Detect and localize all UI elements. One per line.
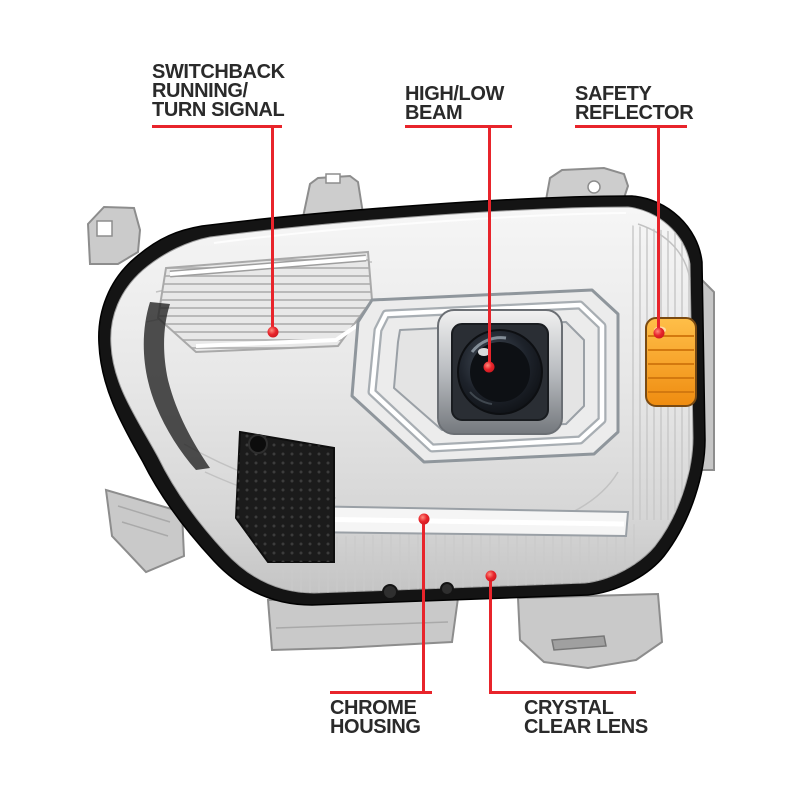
- callout-leader-lines: [152, 125, 687, 694]
- callout-label-line: CRYSTAL: [524, 697, 614, 719]
- top-edge-highlight: [213, 212, 627, 244]
- callout-dot-chrome-housing: [418, 513, 430, 525]
- callout-dot-switchback: [267, 326, 279, 338]
- leader-line-safety-reflector: [657, 125, 660, 329]
- callout-label-line: HOUSING: [330, 716, 421, 738]
- leader-line-high-low-beam: [488, 125, 491, 363]
- callout-dot-high-low-beam: [483, 361, 495, 373]
- lower-light-bar: [294, 504, 630, 538]
- leader-rule-high-low-beam: [405, 125, 512, 128]
- screw: [382, 582, 454, 600]
- callout-dot-crystal-clear-lens: [485, 570, 497, 582]
- leader-rule-crystal-clear-lens: [489, 691, 636, 694]
- amber-reflector: [645, 317, 697, 407]
- mounting-tab-left: [86, 205, 142, 265]
- callout-label-line: REFLECTOR: [575, 102, 694, 124]
- callout-label-line: HIGH/LOW: [405, 83, 505, 105]
- callout-label-line: BEAM: [405, 102, 463, 124]
- leader-rule-safety-reflector: [575, 125, 687, 128]
- switchback-led-panel: [156, 250, 374, 354]
- callout-dot-safety-reflector: [653, 327, 665, 339]
- callout-label-crystal-clear-lens: CRYSTAL CLEAR LENS: [524, 697, 648, 738]
- callout-label-line: SAFETY: [575, 83, 652, 105]
- leader-line-chrome-housing: [422, 524, 425, 693]
- callout-label-line: RUNNING/: [152, 80, 248, 102]
- callout-label-line: CLEAR LENS: [524, 716, 648, 738]
- callout-label-line: TURN SIGNAL: [152, 99, 285, 121]
- vent-grille: [234, 430, 335, 563]
- callout-label-high-low-beam: HIGH/LOW BEAM: [405, 83, 505, 124]
- callout-label-chrome-housing: CHROME HOUSING: [330, 697, 421, 738]
- mounting-bracket-bottom-right: [516, 592, 664, 670]
- mounting-fin-lower-left: [104, 488, 186, 574]
- leader-line-crystal-clear-lens: [489, 581, 492, 693]
- leader-line-switchback: [271, 125, 274, 328]
- leader-rule-switchback: [152, 125, 282, 128]
- left-inner-shadow: [143, 302, 210, 470]
- callout-label-switchback-running-turn-signal: SWITCHBACK RUNNING/ TURN SIGNAL: [152, 61, 285, 121]
- projector-lens: [437, 309, 563, 435]
- callout-label-line: SWITCHBACK: [152, 61, 285, 83]
- callout-label-safety-reflector: SAFETY REFLECTOR: [575, 83, 694, 124]
- leader-rule-chrome-housing: [330, 691, 432, 694]
- mounting-tab-bottom: [266, 596, 460, 652]
- callout-label-line: CHROME: [330, 697, 417, 719]
